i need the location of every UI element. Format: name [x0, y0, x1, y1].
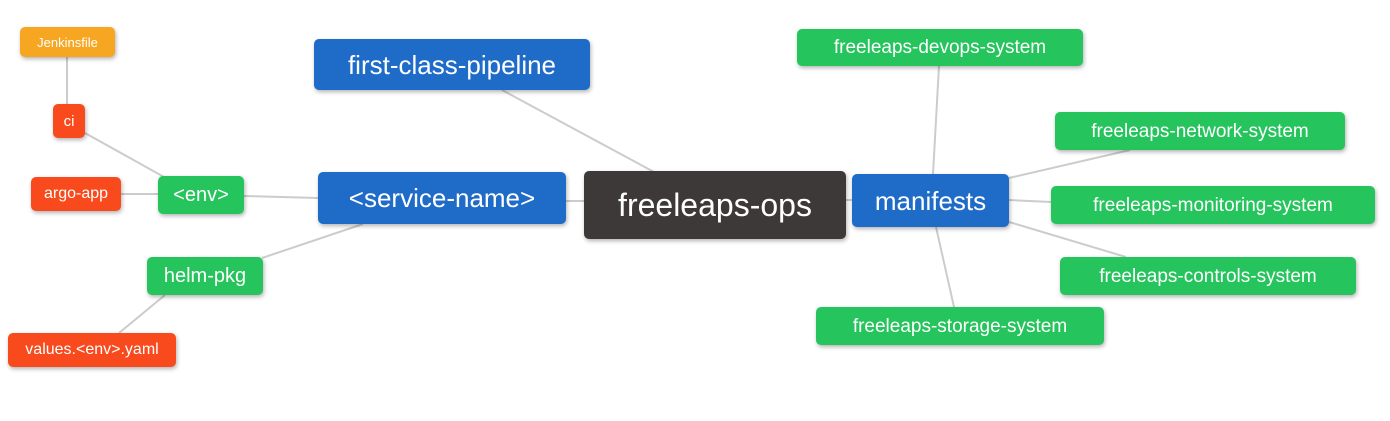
node-storage-system[interactable]: freeleaps-storage-system	[816, 307, 1104, 345]
node-ci[interactable]: ci	[53, 104, 85, 138]
node-manifests[interactable]: manifests	[852, 174, 1009, 227]
node-jenkinsfile[interactable]: Jenkinsfile	[20, 27, 115, 57]
node-helm-pkg[interactable]: helm-pkg	[147, 257, 263, 295]
node-monitoring-system[interactable]: freeleaps-monitoring-system	[1051, 186, 1375, 224]
node-values-env-yaml[interactable]: values.<env>.yaml	[8, 333, 176, 367]
node-controls-system[interactable]: freeleaps-controls-system	[1060, 257, 1356, 295]
node-network-system[interactable]: freeleaps-network-system	[1055, 112, 1345, 150]
node-argo-app[interactable]: argo-app	[31, 177, 121, 211]
node-service-name[interactable]: <service-name>	[318, 172, 566, 224]
node-freeleaps-ops[interactable]: freeleaps-ops	[584, 171, 846, 239]
node-first-class-pipeline[interactable]: first-class-pipeline	[314, 39, 590, 90]
node-devops-system[interactable]: freeleaps-devops-system	[797, 29, 1083, 66]
node-env[interactable]: <env>	[158, 176, 244, 214]
